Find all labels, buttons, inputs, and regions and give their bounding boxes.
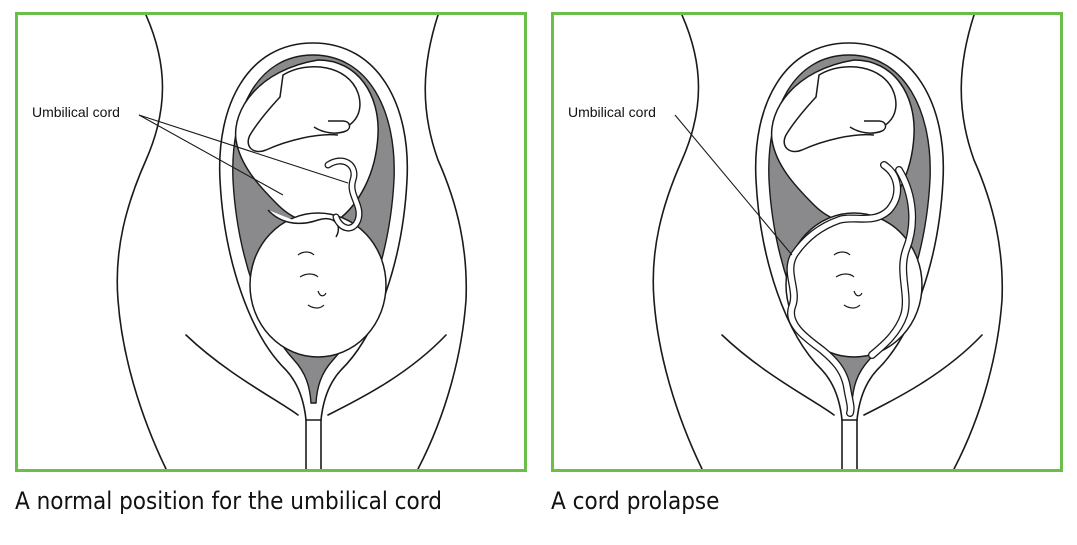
normal-position-illustration: Umbilical cord xyxy=(18,15,524,469)
cord-prolapse-caption: A cord prolapse xyxy=(551,487,719,515)
cord-prolapse-panel: Umbilical cord xyxy=(551,12,1063,472)
umbilical-cord-label: Umbilical cord xyxy=(32,104,120,120)
normal-position-caption: A normal position for the umbilical cord xyxy=(15,487,442,515)
baby-head xyxy=(250,213,386,357)
cord-prolapse-illustration: Umbilical cord xyxy=(554,15,1060,469)
normal-position-panel: Umbilical cord xyxy=(15,12,527,472)
umbilical-cord-label: Umbilical cord xyxy=(568,104,656,120)
body-outline-right xyxy=(418,15,466,469)
body-outline-left xyxy=(117,15,166,469)
